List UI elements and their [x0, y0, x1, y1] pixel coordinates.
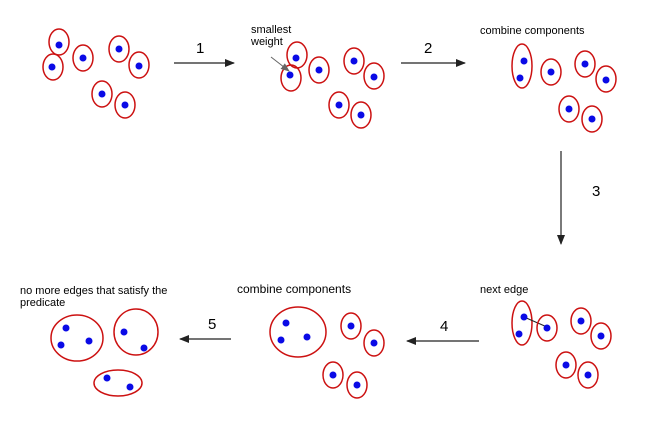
- vertex-node: [48, 63, 56, 71]
- step-number-1: 1: [196, 40, 204, 57]
- component-outline: [590, 322, 612, 350]
- component-outline: [350, 101, 372, 129]
- vertex-node: [292, 54, 300, 62]
- vertex-node: [581, 60, 589, 68]
- component-outline: [595, 65, 617, 93]
- vertex-node: [98, 90, 106, 98]
- vertex-node: [584, 371, 592, 379]
- vertex-node: [286, 71, 294, 79]
- vertex-node: [577, 317, 585, 325]
- component-outline: [343, 47, 365, 75]
- vertex-node: [588, 115, 596, 123]
- vertex-node: [303, 333, 311, 341]
- stage-2-graph: [270, 41, 385, 129]
- vertex-node: [335, 101, 343, 109]
- vertex-node: [520, 313, 528, 321]
- vertex-node: [62, 324, 70, 332]
- smallest-weight-label-line-2: weight: [250, 36, 283, 48]
- vertex-node: [115, 45, 123, 53]
- stage-6-graph: [50, 308, 159, 397]
- component-outline: [570, 307, 592, 335]
- component-outline: [280, 64, 302, 92]
- smallest-weight-label-line-1: smallest: [251, 24, 291, 36]
- component-outline: [558, 95, 580, 123]
- vertex-node: [120, 328, 128, 336]
- vertex-node: [597, 332, 605, 340]
- vertex-node: [103, 374, 111, 382]
- component-outline: [540, 58, 562, 86]
- vertex-node: [547, 68, 555, 76]
- vertex-node: [282, 319, 290, 327]
- vertex-node: [85, 337, 93, 345]
- step-number-4: 4: [440, 318, 448, 335]
- vertex-node: [562, 361, 570, 369]
- vertex-node: [329, 371, 337, 379]
- component-outline: [328, 91, 350, 119]
- vertex-node: [357, 111, 365, 119]
- component-outline: [93, 369, 143, 397]
- stage-5-graph: [269, 306, 385, 399]
- component-outline: [113, 308, 159, 356]
- combine-components-bottom-label: combine components: [237, 282, 351, 296]
- component-outline: [48, 28, 70, 56]
- vertex-node: [370, 73, 378, 81]
- vertex-node: [55, 41, 63, 49]
- component-outline: [574, 50, 596, 78]
- step-number-5: 5: [208, 316, 216, 333]
- no-more-edges-label: no more edges that satisfy the predicate: [20, 285, 170, 309]
- vertex-node: [57, 341, 65, 349]
- component-outline: [50, 314, 104, 362]
- vertex-node: [135, 62, 143, 70]
- vertex-node: [140, 344, 148, 352]
- component-outline: [346, 371, 368, 399]
- vertex-node: [370, 339, 378, 347]
- component-outline: [511, 43, 533, 89]
- vertex-node: [347, 322, 355, 330]
- component-outline: [114, 91, 136, 119]
- step-number-2: 2: [424, 40, 432, 57]
- smallest-weight-label: smallest weight: [250, 24, 294, 48]
- component-outline: [581, 105, 603, 133]
- smallest-weight-pointer: [270, 56, 290, 72]
- component-outline: [72, 44, 94, 72]
- component-outline: [363, 329, 385, 357]
- component-outline: [108, 35, 130, 63]
- component-outline: [536, 314, 558, 342]
- vertex-node: [565, 105, 573, 113]
- vertex-node: [277, 336, 285, 344]
- component-outline: [340, 312, 362, 340]
- step-number-3: 3: [592, 183, 600, 200]
- vertex-node: [350, 57, 358, 65]
- component-outline: [322, 361, 344, 389]
- vertex-node: [353, 381, 361, 389]
- component-outline: [42, 53, 64, 81]
- component-outline: [555, 351, 577, 379]
- vertex-node: [126, 383, 134, 391]
- vertex-node: [515, 330, 523, 338]
- component-outline: [363, 62, 385, 90]
- component-outline: [91, 80, 113, 108]
- vertex-node: [543, 324, 551, 332]
- stage-1-graph: [42, 28, 150, 119]
- stage-3-graph: [511, 43, 617, 133]
- stage-4-graph: [511, 300, 612, 389]
- vertex-node: [315, 66, 323, 74]
- component-outline: [577, 361, 599, 389]
- component-outline: [308, 56, 330, 84]
- no-more-edges-label-line-1: no more edges that satisfy the: [20, 285, 167, 297]
- vertex-node: [79, 54, 87, 62]
- vertex-node: [602, 76, 610, 84]
- component-outline: [511, 300, 533, 346]
- vertex-node: [121, 101, 129, 109]
- vertex-node: [520, 57, 528, 65]
- component-outline: [269, 306, 327, 358]
- vertex-node: [516, 74, 524, 82]
- combine-components-top-label: combine components: [480, 25, 585, 37]
- graph-edge: [523, 316, 548, 328]
- next-edge-label: next edge: [480, 284, 528, 296]
- component-outline: [128, 51, 150, 79]
- no-more-edges-label-line-2: predicate: [20, 297, 65, 309]
